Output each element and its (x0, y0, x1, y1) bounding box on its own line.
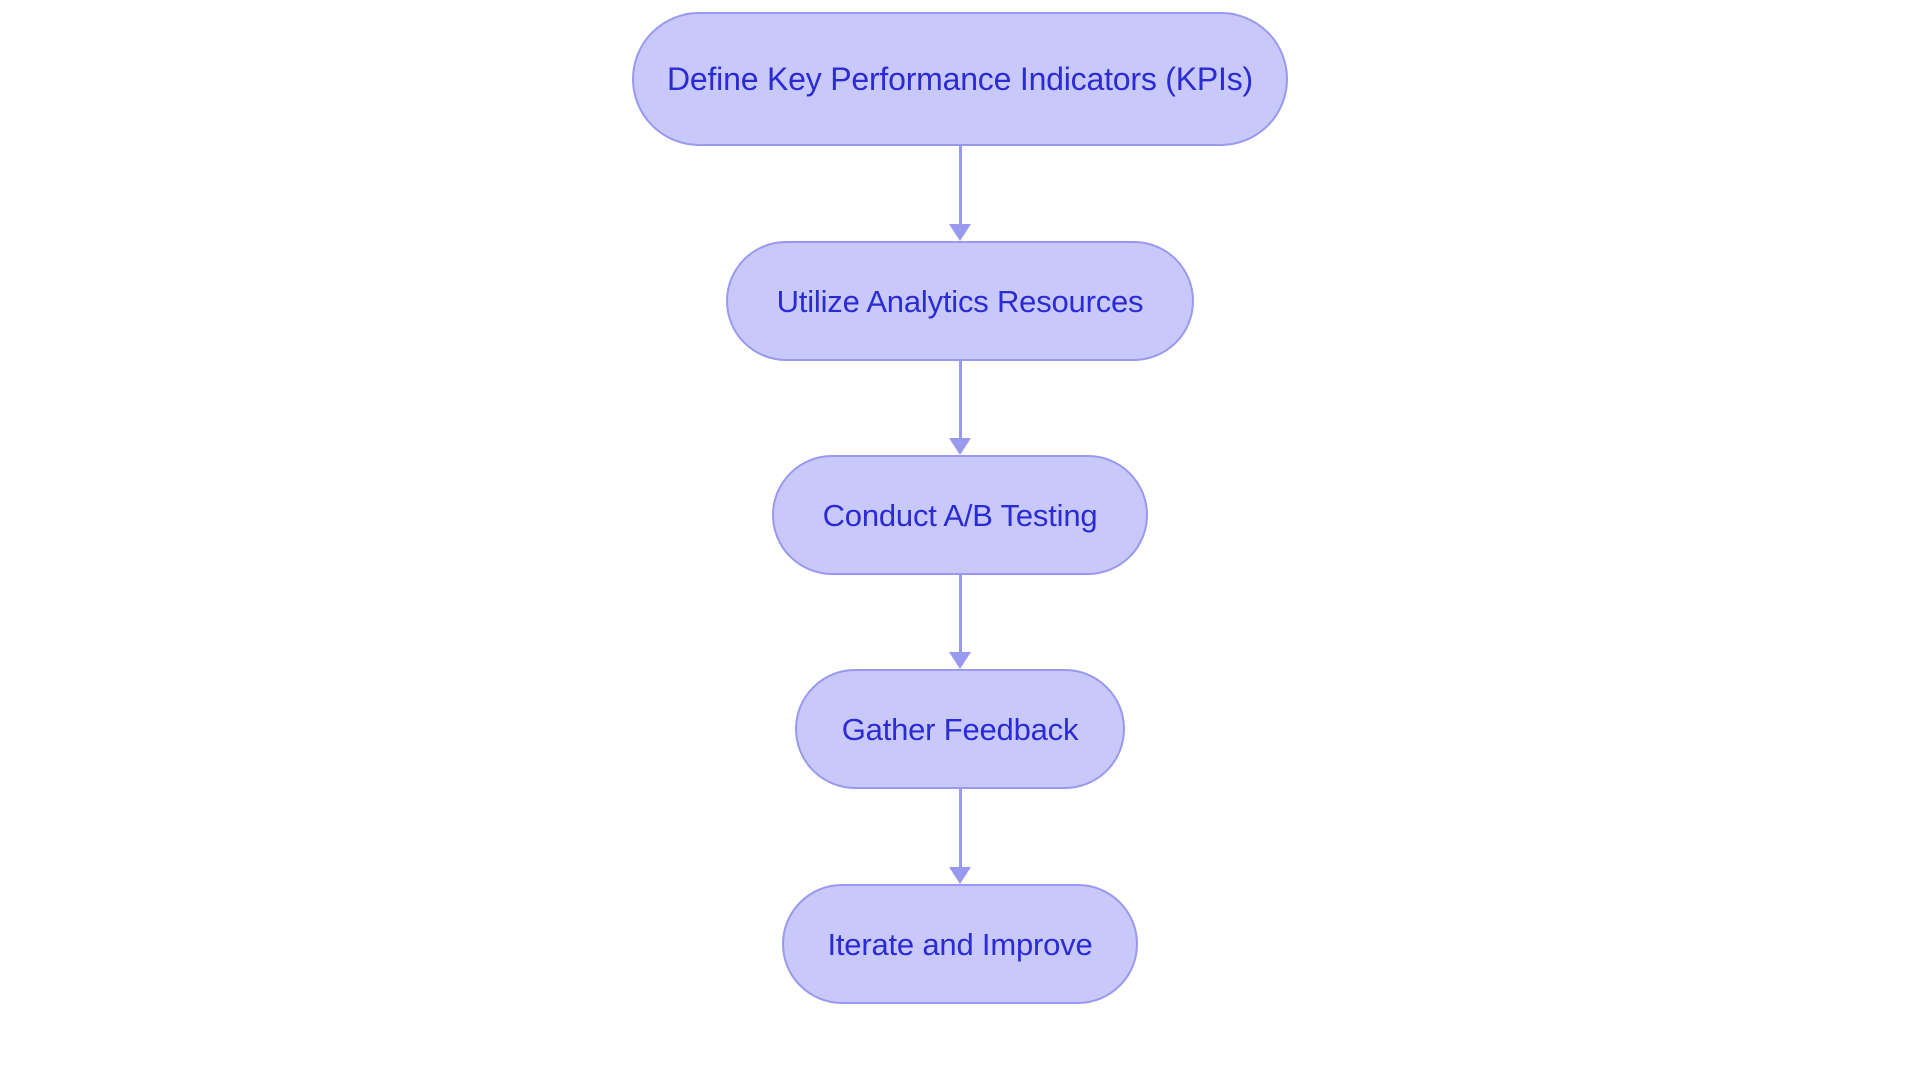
flow-connector-step-4-to-step-5 (945, 789, 975, 884)
flow-node-step-3[interactable]: Conduct A/B Testing (772, 455, 1148, 575)
flow-node-label: Gather Feedback (841, 711, 1079, 747)
arrow-down-icon (949, 224, 971, 241)
flow-node-label: Iterate and Improve (827, 926, 1093, 962)
flow-node-label: Conduct A/B Testing (822, 497, 1098, 533)
arrow-down-icon (949, 867, 971, 884)
connector-line (958, 361, 962, 439)
flow-node-label: Define Key Performance Indicators (KPIs) (666, 61, 1254, 97)
flow-node-step-1[interactable]: Define Key Performance Indicators (KPIs) (632, 12, 1288, 146)
flow-node-step-4[interactable]: Gather Feedback (795, 669, 1125, 789)
flow-connector-step-1-to-step-2 (945, 146, 975, 241)
connector-line (958, 575, 962, 653)
flow-connector-step-2-to-step-3 (945, 361, 975, 455)
flow-node-label: Utilize Analytics Resources (776, 283, 1144, 319)
connector-line (958, 789, 962, 868)
flow-node-step-5[interactable]: Iterate and Improve (782, 884, 1138, 1004)
arrow-down-icon (949, 438, 971, 455)
flow-node-step-2[interactable]: Utilize Analytics Resources (726, 241, 1194, 361)
arrow-down-icon (949, 652, 971, 669)
connector-line (958, 146, 962, 225)
flow-connector-step-3-to-step-4 (945, 575, 975, 669)
